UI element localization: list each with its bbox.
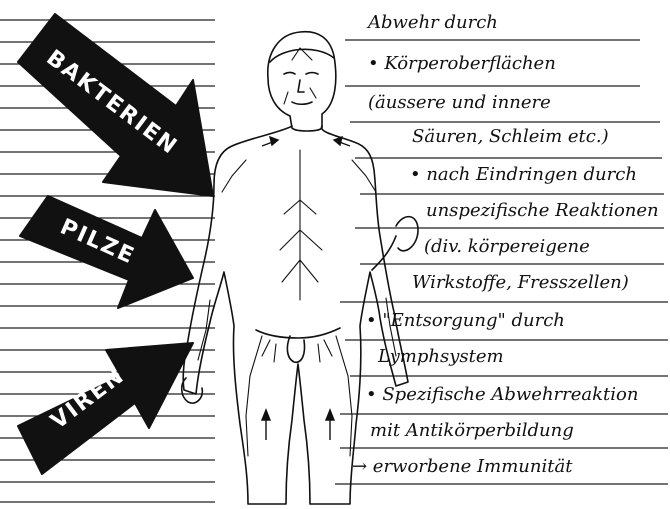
note-item4-line1: • Spezifische Abwehrreaktion	[366, 386, 638, 404]
note-item1-line2: (äussere und innere	[368, 94, 551, 112]
note-item2-line3: (div. körpereigene	[424, 238, 590, 256]
notes-heading: Abwehr durch	[368, 14, 498, 32]
note-item3-line1: • "Entsorgung" durch	[366, 312, 565, 330]
note-item4-line2: mit Antikörperbildung	[370, 422, 574, 440]
flow-arrows	[262, 137, 350, 440]
arrow-viruses	[18, 343, 193, 474]
note-item1-line3: Säuren, Schleim etc.)	[412, 128, 609, 146]
note-item3-line2: Lymphsystem	[378, 348, 504, 366]
note-item2-line1: • nach Eindringen durch	[410, 166, 637, 184]
note-item1-line1: • Körperoberflächen	[368, 55, 556, 73]
note-item2-line2: unspezifische Reaktionen	[426, 202, 659, 220]
note-item4-line3: → erworbene Immunität	[352, 458, 572, 476]
note-item2-line4: Wirkstoffe, Fresszellen)	[412, 274, 629, 292]
